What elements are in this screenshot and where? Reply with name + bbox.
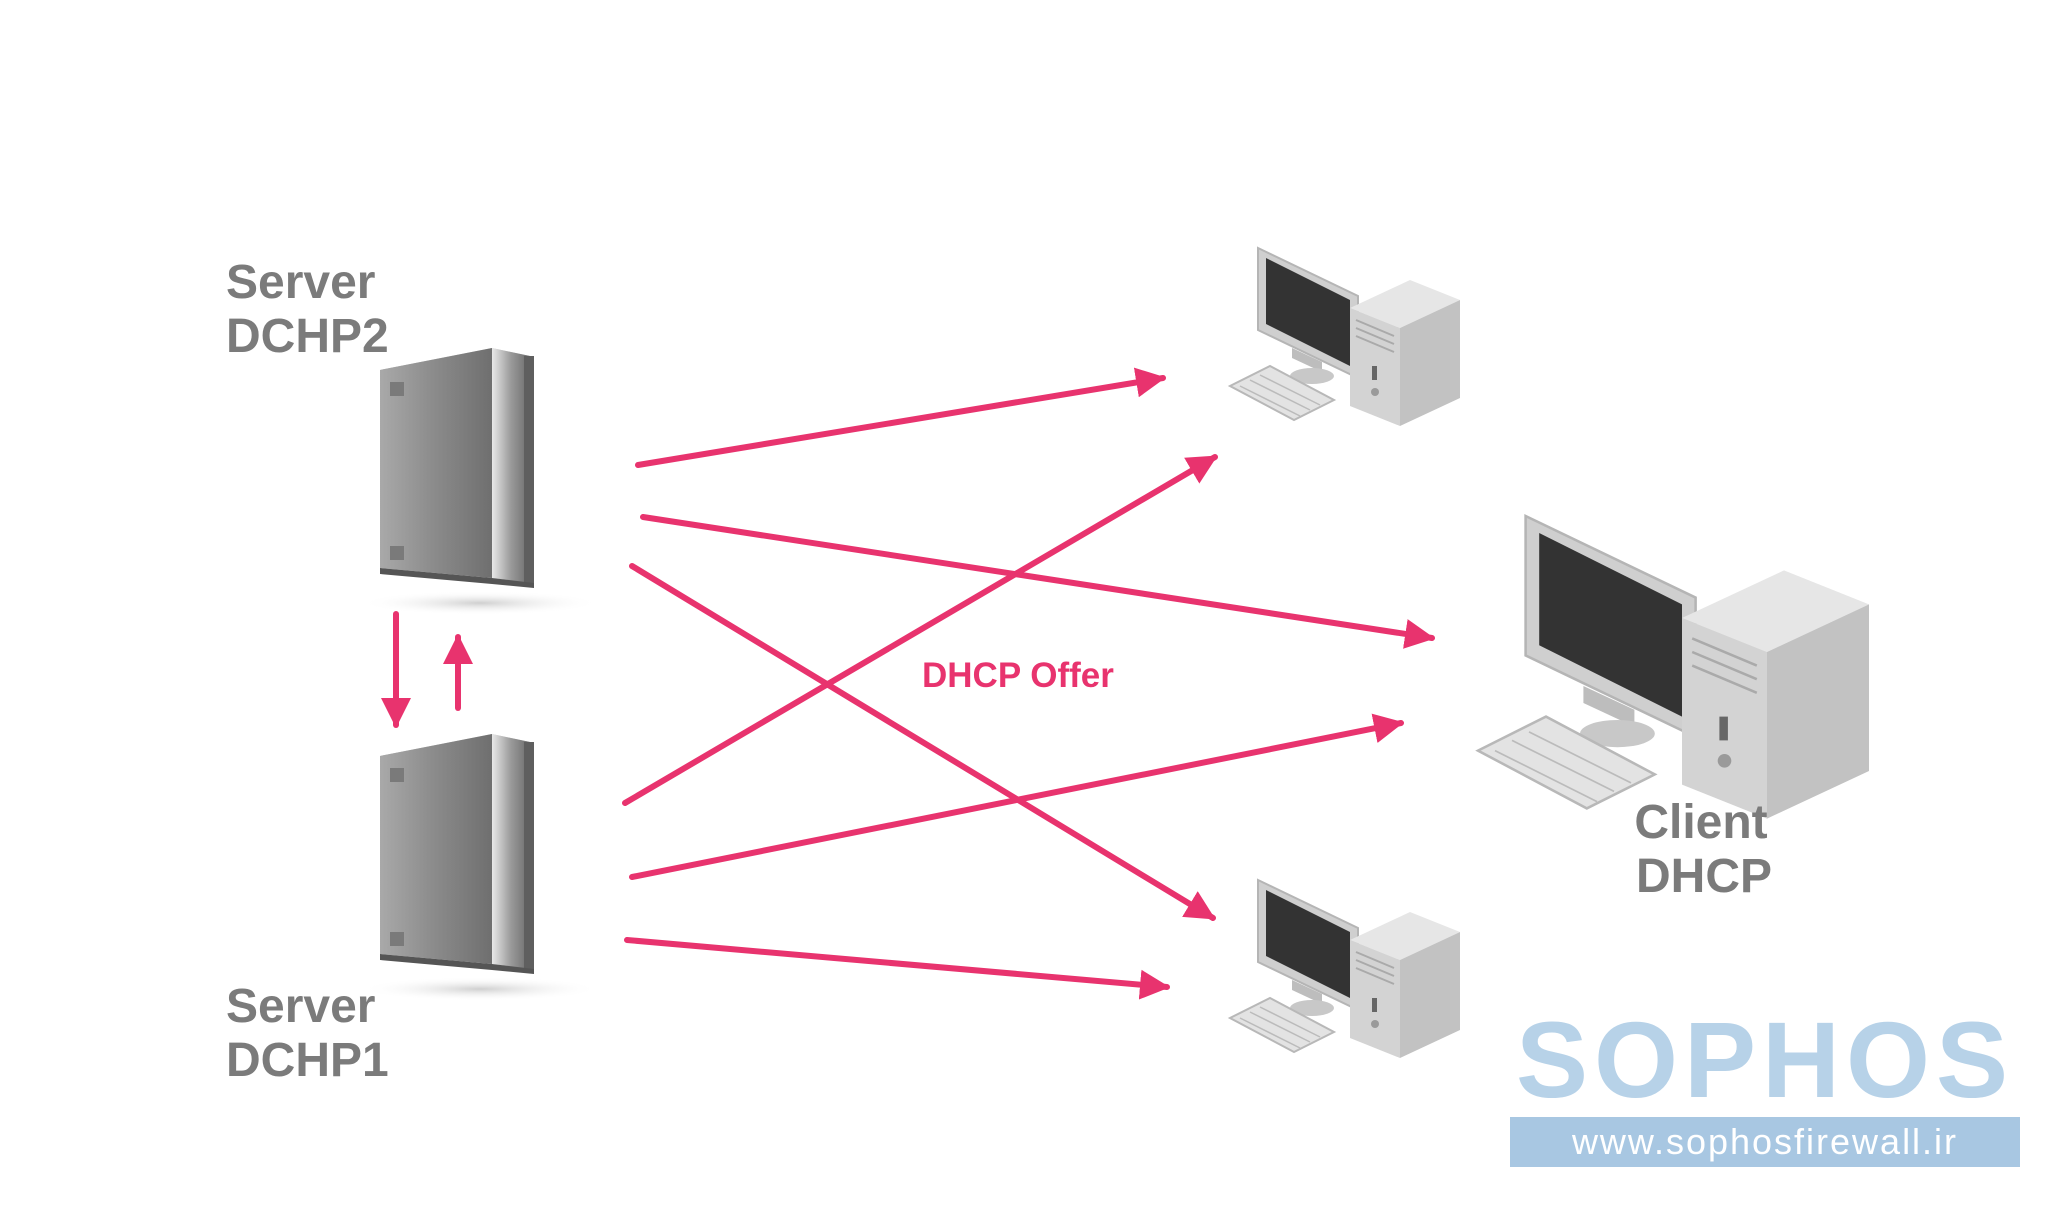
server-dchp1-label-line2: DCHP1 — [226, 1034, 389, 1087]
server-dchp2-label-line1: Server — [226, 256, 376, 309]
arrow-server2-to-top-pc — [635, 367, 1166, 468]
arrow-server1-to-client — [629, 713, 1404, 880]
client-pc-top-icon — [1227, 246, 1460, 426]
server-dchp2-icon — [360, 348, 600, 615]
arrow-server1-to-top-pc — [622, 454, 1218, 806]
arrow-server2-to-client — [640, 514, 1435, 649]
client-pc-bottom-icon — [1227, 878, 1460, 1058]
brand-url: www.sophosfirewall.ir — [1571, 1121, 1958, 1162]
arrow-server1-to-bottom-pc — [624, 937, 1170, 1000]
offer-arrows — [381, 367, 1435, 1000]
server-dchp2-label: Server DCHP2 — [226, 256, 389, 364]
sophos-logo: SOPHOS www.sophosfirewall.ir — [1510, 1005, 2020, 1167]
client-dhcp-label-line2: DHCP — [1636, 850, 1773, 903]
dhcp-offer-label: DHCP Offer — [922, 656, 1114, 695]
client-dhcp-label: Client DHCP — [1630, 796, 1772, 904]
brand-name: SOPHOS — [1516, 1005, 2014, 1120]
server-dchp1-label-line1: Server — [226, 980, 376, 1033]
sophos-watermark: SOPHOS www.sophosfirewall.ir — [1510, 1005, 2020, 1169]
server-dchp1-label: Server DCHP1 — [226, 980, 389, 1088]
client-dhcp-label-line1: Client — [1634, 796, 1768, 849]
arrow-server2-to-bottom-pc — [629, 563, 1216, 921]
server-dchp1-icon — [360, 734, 600, 1001]
server-dchp2-label-line2: DCHP2 — [226, 310, 389, 363]
client-dhcp-pc-icon — [1475, 513, 1869, 819]
